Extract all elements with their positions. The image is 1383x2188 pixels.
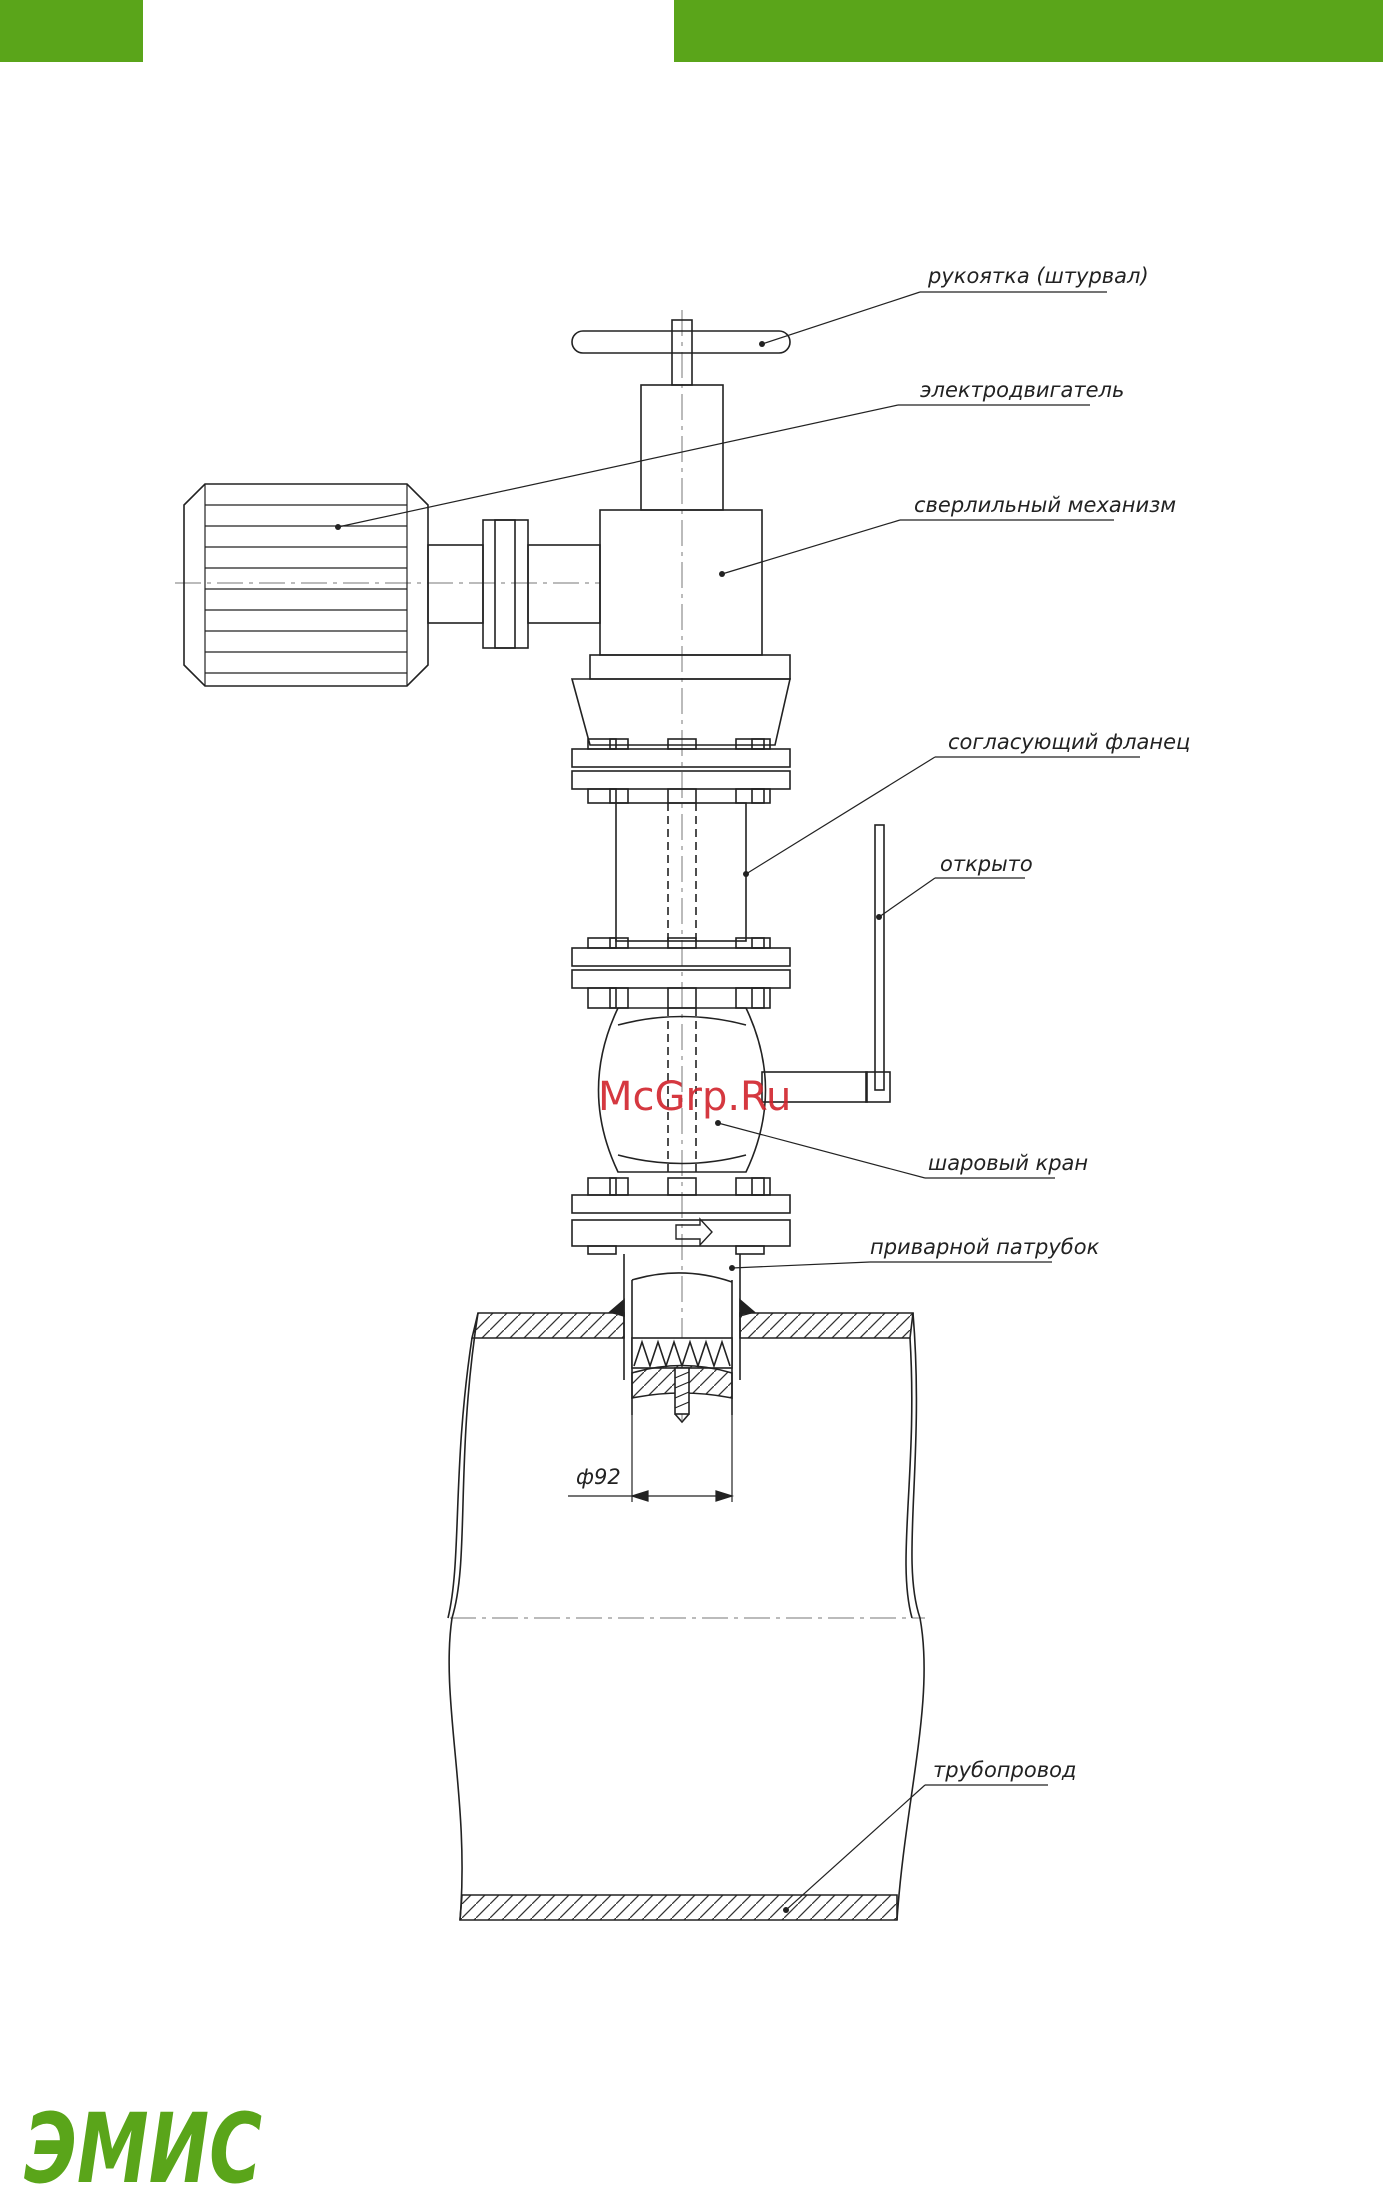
valve-lever: [762, 825, 890, 1102]
label-adapter-flange: согласующий фланец: [948, 730, 1190, 754]
label-diameter: ф92: [576, 1465, 621, 1489]
leader-dots: [335, 341, 882, 1913]
label-pipeline: трубопровод: [933, 1758, 1076, 1782]
electric-motor: [184, 484, 428, 686]
center-lines: [175, 310, 925, 1618]
flange-1: [572, 739, 790, 803]
drill-mechanism: [572, 510, 790, 745]
label-motor: электродвигатель: [920, 378, 1124, 402]
label-open: открыто: [940, 852, 1033, 876]
label-handle: рукоятка (штурвал): [927, 264, 1149, 288]
label-drill-mechanism: сверлильный механизм: [914, 493, 1176, 517]
company-logo: ЭМИС: [24, 2093, 262, 2188]
label-ball-valve: шаровый кран: [928, 1151, 1088, 1175]
motor-coupling: [428, 520, 600, 648]
label-welded-nozzle: приварной патрубок: [870, 1235, 1100, 1259]
cutter-teeth: [632, 1338, 732, 1422]
flange-2: [572, 938, 790, 1008]
watermark-text: McGrp.Ru: [598, 1074, 791, 1120]
adapter-flange-body: [616, 803, 746, 941]
handwheel: [572, 320, 790, 385]
flange-3: [572, 1178, 790, 1254]
